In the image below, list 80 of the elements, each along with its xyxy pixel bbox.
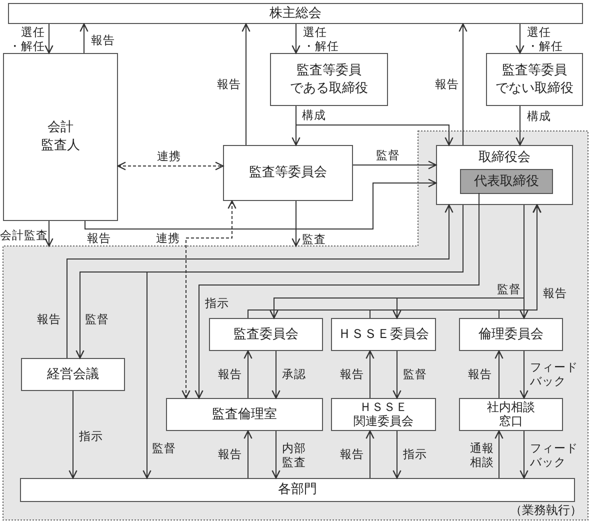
edge-label: 監督 xyxy=(376,149,400,163)
arrow xyxy=(44,24,54,54)
representative-box: 代表取締役 xyxy=(460,169,553,194)
committee-box: 倫理委員会 xyxy=(459,318,563,351)
arrow xyxy=(366,430,374,478)
edge-label: 監査 xyxy=(302,233,326,247)
department-bar: 各部門 xyxy=(20,478,575,502)
arrow xyxy=(84,178,437,230)
edge-label: 報告 xyxy=(468,368,492,382)
edge-label: フィードバック xyxy=(530,442,578,470)
edge-label: 指示 xyxy=(79,430,103,444)
arrow xyxy=(117,162,224,170)
arrow xyxy=(292,24,300,54)
arrow xyxy=(520,430,528,479)
arrow xyxy=(242,23,250,146)
edge-label: 通報相談 xyxy=(470,442,494,470)
arrow xyxy=(520,204,528,319)
arrow xyxy=(516,24,524,54)
office-box: 監査倫理室 xyxy=(166,398,323,431)
arrow xyxy=(272,350,280,399)
edge-label: 連携 xyxy=(157,150,181,164)
arrow xyxy=(182,200,236,399)
edge-label: 選任・解任 xyxy=(9,26,45,54)
edge-label: 選任・解任 xyxy=(527,26,563,54)
edge-label: フィードバック xyxy=(530,361,578,389)
edge-label: 報告 xyxy=(340,448,364,462)
arrow xyxy=(44,220,54,247)
committee-box: 監査委員会 xyxy=(209,318,323,351)
edge-label: 選任・解任 xyxy=(303,26,339,54)
arrow xyxy=(244,350,252,398)
edge-label: 報告 xyxy=(218,368,242,382)
arrow xyxy=(352,160,437,170)
meeting-bar: 株主総会 xyxy=(8,3,583,24)
director-box: 監査等委員でない取締役 xyxy=(486,53,583,106)
edge-label: 連携 xyxy=(156,232,180,246)
arrow xyxy=(80,23,88,54)
arrow xyxy=(244,430,252,478)
edge-label: 指示 xyxy=(403,448,427,462)
arrow xyxy=(498,204,542,318)
edge-label: 構成 xyxy=(527,110,551,124)
director-box: 監査等委員である取締役 xyxy=(270,53,388,106)
edge-label: 指示 xyxy=(205,297,229,311)
arrow xyxy=(296,106,454,146)
arrow xyxy=(458,23,468,146)
edge-label: 内部監査 xyxy=(282,442,306,470)
edge-label: 監督 xyxy=(85,313,109,327)
auditor-box: 会計監査人 xyxy=(3,53,118,221)
edge-label: 報告 xyxy=(91,34,115,48)
edge-label: 監督 xyxy=(403,368,427,382)
edge-label: 報告 xyxy=(543,287,567,301)
edge-label: 報告 xyxy=(87,232,111,246)
edge-label: 監督 xyxy=(152,442,176,456)
arrow xyxy=(494,430,504,478)
arrow xyxy=(292,200,300,247)
committee-box: 監査等委員会 xyxy=(223,145,353,201)
arrow xyxy=(194,192,480,399)
arrow xyxy=(366,350,374,398)
arrow xyxy=(392,430,402,479)
committee-box: 経営会議 xyxy=(21,358,125,391)
committee-box: ＨＳＳＥ関連委員会 xyxy=(331,398,436,431)
edge-label: 構成 xyxy=(302,109,326,123)
committee-box: ＨＳＳＥ委員会 xyxy=(331,318,436,351)
edge-label: 会計監査 xyxy=(0,229,48,243)
region-label: （業務執行） xyxy=(510,502,582,517)
arrow xyxy=(516,106,524,146)
edge-label: 報告 xyxy=(435,78,459,92)
box-title: 取締役会 xyxy=(478,149,530,167)
edge-label: 承認 xyxy=(282,368,306,382)
edge-label: 報告 xyxy=(218,448,242,462)
edge-label: 監督 xyxy=(497,283,521,297)
arrow xyxy=(392,350,402,399)
edge-label: 報告 xyxy=(37,313,61,327)
arrow xyxy=(494,350,504,398)
edge-label: 報告 xyxy=(217,78,241,92)
board-box xyxy=(436,145,573,205)
arrow xyxy=(520,350,528,399)
edge-label: 報告 xyxy=(340,368,364,382)
arrow xyxy=(272,430,280,479)
desk-box: 社内相談窓口 xyxy=(459,398,563,431)
arrow xyxy=(68,390,78,479)
